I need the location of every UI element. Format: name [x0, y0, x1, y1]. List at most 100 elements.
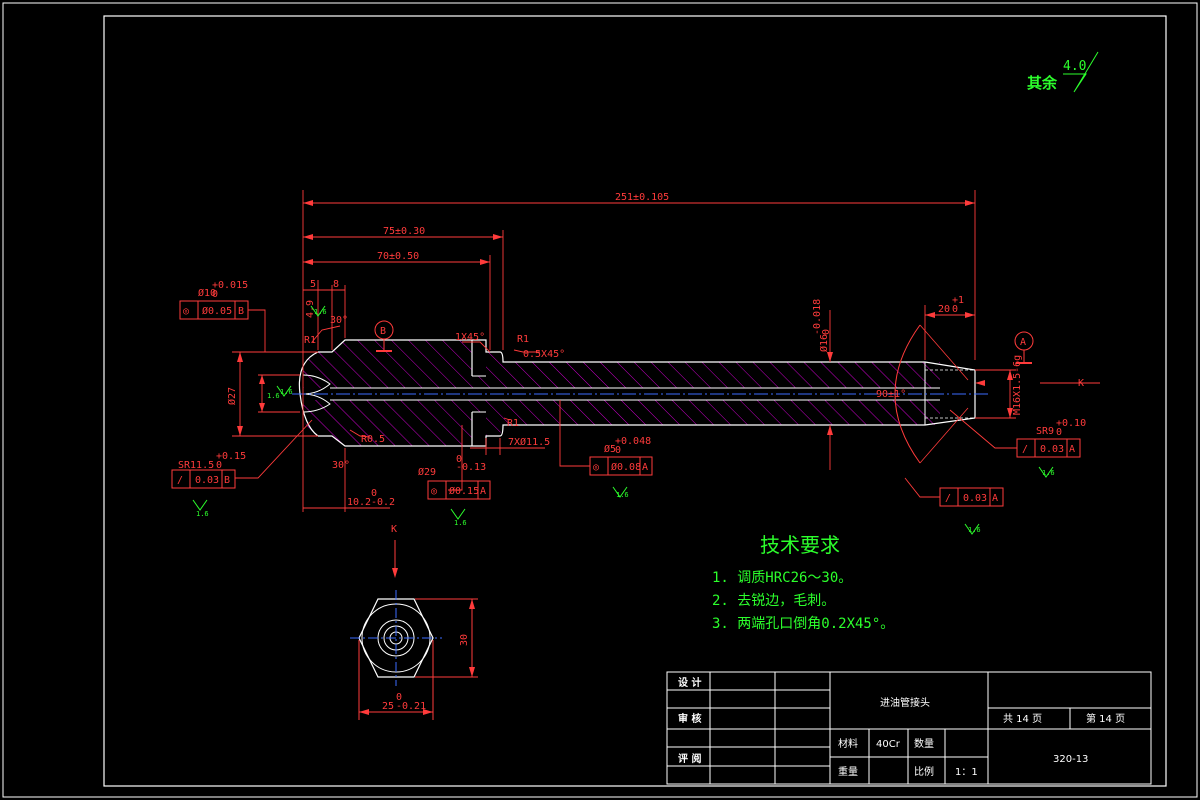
tolerance-frame-5: / 0.03 A: [1016, 438, 1081, 458]
datum-b: B: [374, 320, 394, 352]
dim-len102-tol0: 0: [371, 488, 377, 499]
dim-dia29-tol: -0.13: [456, 462, 486, 473]
hatch-upper: [303, 340, 940, 388]
dim-dia10: Ø10: [198, 287, 216, 299]
dim-sr115-tol0: 0: [216, 460, 222, 471]
dim-len102: 10.2: [347, 497, 371, 508]
dim-dia5-tol0: 0: [615, 445, 621, 456]
tol6-ref: A: [992, 493, 998, 504]
hex-width-tol: -0.21: [396, 701, 426, 712]
datum-a: A: [1014, 331, 1034, 364]
dim-r05: R0.5: [361, 434, 385, 445]
tb-part-name: 进油管接头: [880, 696, 930, 709]
tol1-ref: B: [238, 306, 244, 317]
view-k-top-label: K: [391, 524, 397, 535]
tb-design-label: 设 计: [678, 676, 701, 689]
datum-b-label: B: [380, 326, 386, 337]
dim-sr115-tol: +0.15: [216, 451, 246, 462]
finish-mark-8: 1.6: [267, 392, 280, 400]
dim-dia29-tol0: 0: [456, 454, 462, 465]
tech-item-1: 1. 调质HRC26～30。: [712, 570, 852, 586]
dim-len20-tol: +1: [952, 295, 964, 306]
dim-dia16-tol0: 0: [821, 329, 832, 335]
dim-8: 8: [333, 279, 339, 290]
hex-height-dim: 30: [459, 634, 470, 646]
tb-material: 40Cr: [876, 739, 901, 750]
finish-mark-2: 1.6: [196, 510, 209, 518]
dim-r1-bottom: R1: [507, 418, 519, 429]
datum-a-label: A: [1020, 337, 1026, 348]
finish-mark-4: 1.6: [454, 519, 467, 527]
tb-check-label: 审 核: [678, 712, 701, 725]
dim-len20-tol0: 0: [952, 304, 958, 315]
dim-dia16: Ø16: [818, 334, 830, 352]
tb-scale: 1：1: [955, 767, 978, 778]
dim-thread7: 7XØ11.5: [508, 436, 550, 448]
tol4-value: Ø0.08: [611, 461, 641, 473]
roughness-symbol-icon: [1063, 51, 1099, 93]
finish-mark-5: 1.6: [616, 491, 629, 499]
dim-chamfer-05: 0.5X45°: [523, 349, 565, 360]
tolerance-frame-2: / 0.03 B: [171, 469, 236, 489]
tol3-ref: A: [480, 486, 486, 497]
tol2-ref: B: [224, 475, 230, 486]
angle-arc: [894, 324, 921, 464]
dim-sr9-tol0: 0: [1056, 427, 1062, 438]
dim-dia5-tol: +0.048: [615, 436, 651, 447]
tol5-ref: A: [1069, 444, 1075, 455]
finish-mark-1: 1.6: [280, 388, 293, 396]
dim-dia10-tol0: 0: [212, 289, 218, 300]
hex-width-tol0: 0: [396, 692, 402, 703]
dim-r1-top: R1: [517, 334, 529, 345]
tb-approve-label: 评 阅: [678, 752, 701, 765]
view-k: K 30 25 -0.21 0: [350, 524, 478, 720]
tol1-symbol-icon: ◎: [183, 306, 189, 317]
roughness-note: 其余 4.0: [1027, 51, 1099, 93]
title-block-text: 设 计 审 核 评 阅 进油管接头 材料 40Cr 数量 重量 比例 1：1 共…: [678, 676, 1125, 778]
dim-70: 70±0.50: [377, 251, 419, 262]
angle-leader-top: [919, 324, 969, 381]
dim-len20: 20: [938, 304, 950, 315]
dim-dia27: Ø27: [226, 387, 238, 405]
dim-chamfer-1x45: 1X45°: [455, 332, 485, 343]
surface-finish-marks: 1.6 1.6 1.6 1.6 1.6 1.6 1.6 1.6: [192, 305, 1055, 535]
dimension-arrows: [237, 200, 1013, 436]
tb-material-label: 材料: [838, 737, 858, 750]
roughness-prefix: 其余: [1027, 74, 1058, 92]
tb-weight-label: 重量: [838, 765, 858, 778]
finish-mark-3: 1.6: [314, 308, 327, 316]
tb-scale-label: 比例: [914, 765, 934, 778]
tol4-ref: A: [642, 462, 648, 473]
left-seat-outline: [302, 374, 331, 413]
tolerance-frame-4: ◎ Ø0.08 A: [589, 456, 653, 476]
angle-leader-bottom: [919, 407, 969, 464]
dim-sr115: SR11.5: [178, 460, 214, 471]
dim-sr9-tol: +0.10: [1056, 418, 1086, 429]
tb-total-pages: 共 14 页: [1003, 713, 1042, 725]
tolerance-frame-6: / 0.03 A: [939, 487, 1004, 507]
dim-r1-left: R1: [304, 335, 316, 346]
tb-drawing-no: 320-13: [1053, 754, 1088, 765]
technical-requirements: 技术要求 1. 调质HRC26～30。 2. 去锐边，毛刺。 3. 两端孔口倒角…: [712, 533, 894, 632]
dim-overall: 251±0.105: [615, 192, 669, 203]
dim-4: 4.9: [305, 300, 316, 318]
tolerance-frame-1: ◎ Ø0.05 B: [179, 300, 249, 320]
dim-angle90: 90±1°: [876, 389, 906, 400]
tol1-value: Ø0.05: [202, 305, 232, 317]
tolerance-frame-3: ◎ Ø0.15 A: [427, 480, 491, 500]
dim-len102-tol: -0.2: [371, 497, 395, 508]
dim-5: 5: [310, 279, 316, 290]
tol2-value: 0.03: [195, 475, 219, 486]
tol3-value: Ø0.15: [449, 485, 479, 497]
hex-width-dim: 25: [382, 701, 394, 712]
dim-sr9: SR9: [1036, 426, 1054, 437]
tb-qty-label: 数量: [914, 737, 934, 750]
tol5-symbol-icon: /: [1022, 444, 1028, 455]
finish-mark-6: 1.6: [1042, 469, 1055, 477]
title-block: [666, 671, 1152, 785]
dim-75: 75±0.30: [383, 226, 425, 237]
dim-dia5: Ø5: [604, 443, 616, 455]
tb-page: 第 14 页: [1086, 712, 1125, 725]
